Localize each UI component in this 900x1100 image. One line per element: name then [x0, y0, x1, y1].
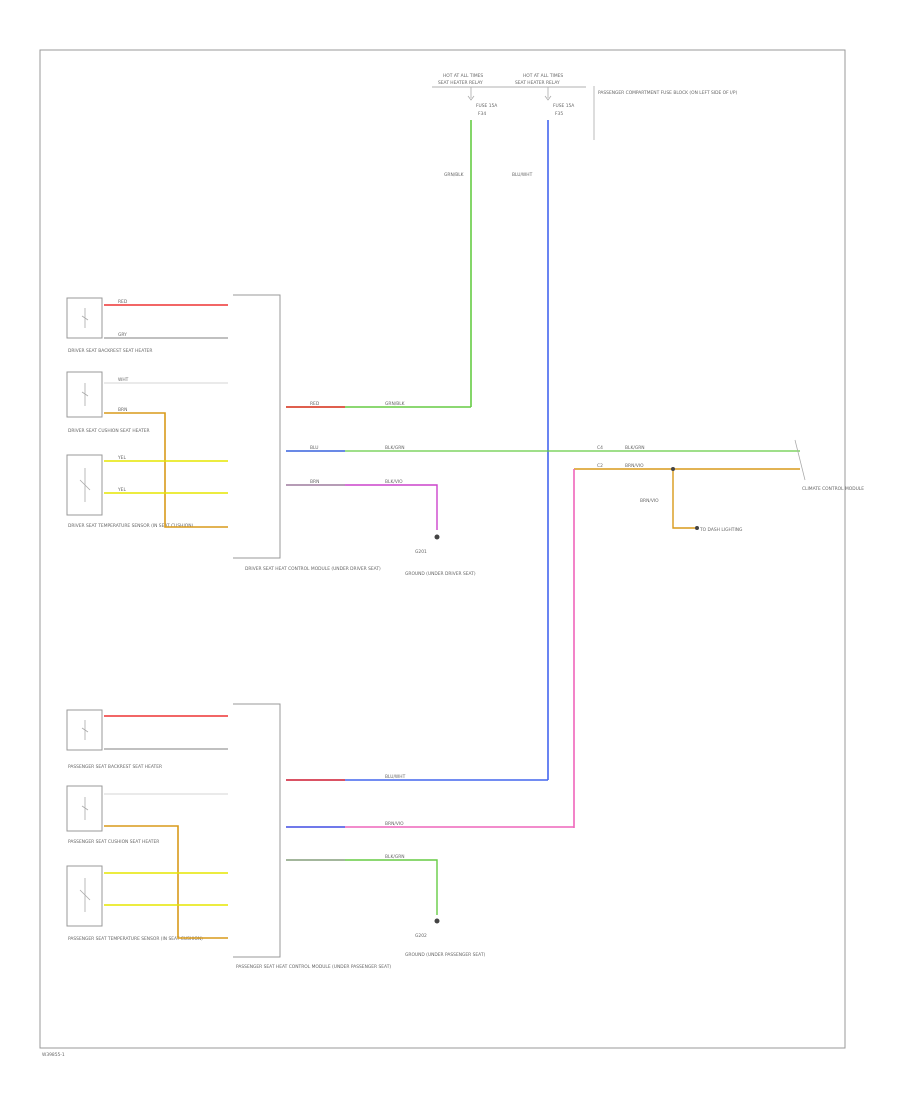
driver-out2-label: BLK/GRN — [385, 445, 405, 451]
passenger-sensor-label: PASSENGER SEAT TEMPERATURE SENSOR (IN SE… — [68, 936, 203, 942]
fuse-right-symbol — [544, 87, 552, 101]
passenger-out2-label: BRN/VIO — [385, 821, 404, 827]
fuse-right-pin: F35 — [555, 111, 563, 117]
driver-cushion-heater — [66, 371, 103, 418]
top-conn-right-label: HOT AT ALL TIMES — [523, 73, 563, 79]
passenger-heater1-icon — [81, 720, 89, 740]
fuse-right-label: FUSE 15A — [553, 103, 574, 109]
passenger-module-box — [233, 703, 281, 958]
passenger-ground-label: G202 — [415, 933, 427, 939]
feed-green-label: GRN/BLK — [444, 172, 464, 178]
top-conn-left-label: HOT AT ALL TIMES — [443, 73, 483, 79]
footer-code: W39855-1 — [42, 1052, 65, 1058]
fusebox-label: PASSENGER COMPARTMENT FUSE BLOCK (ON LEF… — [598, 90, 737, 96]
driver-wire-blk: BRN — [118, 407, 127, 413]
right-box-label: CLIMATE CONTROL MODULE — [802, 486, 864, 492]
driver-heater2-icon — [81, 383, 89, 406]
passenger-backrest-heater — [66, 709, 103, 751]
driver-orange-wire — [104, 412, 228, 528]
fuse-left-label: FUSE 15A — [476, 103, 497, 109]
right-junction: BRN/VIO — [640, 498, 659, 504]
driver-backrest-heater — [66, 297, 103, 339]
right-conn1: C4 — [597, 445, 603, 451]
driver-pin4: BRN — [310, 479, 319, 485]
passenger-ground-symbol — [434, 918, 440, 924]
right-feed-label: TO DASH LIGHTING — [699, 527, 743, 533]
driver-wire-gray: GRY — [118, 332, 127, 338]
driver-heater1-icon — [81, 308, 89, 328]
driver-module-box — [233, 294, 281, 559]
driver-wire-yel2: YEL — [117, 487, 126, 493]
driver-module-label: DRIVER SEAT HEAT CONTROL MODULE (UNDER D… — [245, 566, 381, 572]
driver-out1-label: GRN/BLK — [385, 401, 405, 407]
passenger-temp-sensor — [66, 865, 103, 927]
passenger-heater1-label: PASSENGER SEAT BACKREST SEAT HEATER — [68, 764, 162, 770]
passenger-out3-label: BLK/GRN — [385, 854, 405, 860]
driver-heater2-label: DRIVER SEAT CUSHION SEAT HEATER — [68, 428, 150, 434]
passenger-ground-sub: GROUND (UNDER PASSENGER SEAT) — [405, 952, 486, 958]
fuse-left-pin: F34 — [478, 111, 486, 117]
driver-ground-label: G201 — [415, 549, 427, 555]
right-splice — [671, 467, 675, 471]
right-box-edge — [794, 439, 806, 481]
driver-ground-sub: GROUND (UNDER DRIVER SEAT) — [405, 571, 476, 577]
driver-wire-red: RED — [118, 299, 128, 305]
diagram-frame — [39, 49, 846, 1049]
right-dimmer-branch — [672, 469, 695, 529]
fuse-left-symbol — [467, 87, 475, 101]
driver-sensor-label: DRIVER SEAT TEMPERATURE SENSOR (IN SEAT … — [68, 523, 193, 529]
passenger-cushion-heater — [66, 785, 103, 832]
passenger-sensor-icon — [79, 878, 91, 912]
passenger-out-green — [286, 859, 438, 915]
passenger-heater2-icon — [81, 797, 89, 820]
driver-temp-sensor — [66, 454, 103, 516]
driver-pin3: BLU — [310, 445, 318, 451]
passenger-heater2-label: PASSENGER SEAT CUSHION SEAT HEATER — [68, 839, 159, 845]
right-wire1-label: BLK/GRN — [625, 445, 645, 451]
driver-out-violet — [286, 484, 438, 530]
driver-out3-label: BLK/VIO — [385, 479, 403, 485]
passenger-out1-label: BLU/WHT — [385, 774, 406, 780]
right-wire2-label: BRN/VIO — [625, 463, 644, 469]
driver-ground-symbol — [434, 534, 440, 540]
passenger-module-label: PASSENGER SEAT HEAT CONTROL MODULE (UNDE… — [236, 964, 391, 970]
right-dimmer-dot — [695, 526, 699, 530]
feed-blue-label: BLU/WHT — [512, 172, 533, 178]
right-conn2: C2 — [597, 463, 603, 469]
driver-sensor-icon — [79, 468, 91, 502]
driver-wire-yel1: YEL — [117, 455, 126, 461]
driver-heater1-label: DRIVER SEAT BACKREST SEAT HEATER — [68, 348, 152, 354]
driver-wire-wht: WHT — [118, 377, 129, 383]
top-conn-left-sub: SEAT HEATER RELAY — [438, 80, 483, 86]
top-conn-right-sub: SEAT HEATER RELAY — [515, 80, 560, 86]
passenger-orange-wire — [104, 825, 228, 939]
driver-pin1: RED — [310, 401, 320, 407]
